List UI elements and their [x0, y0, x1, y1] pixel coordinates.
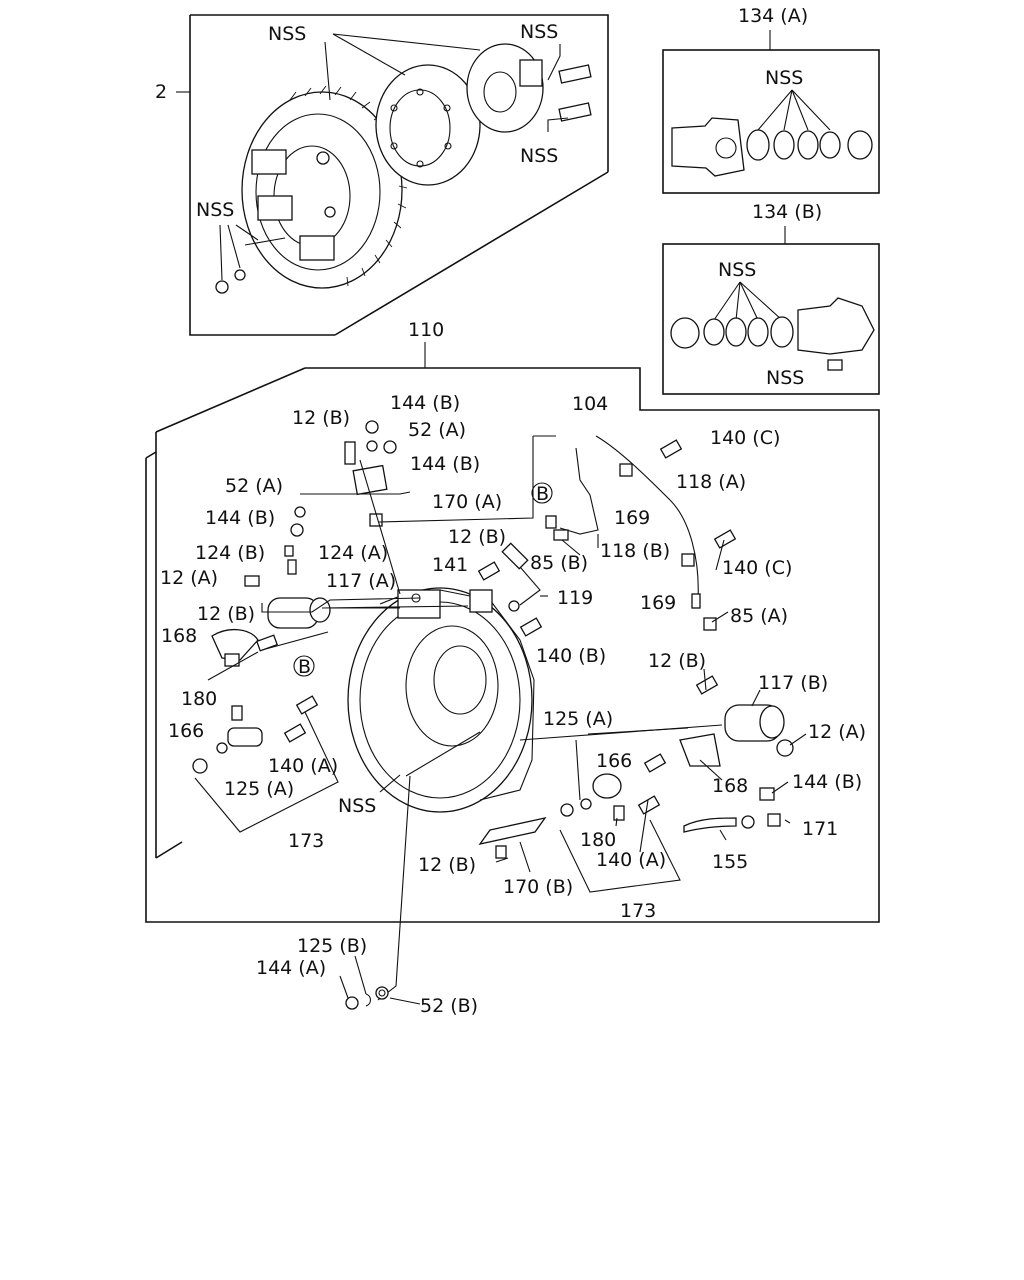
- callout-12b-left: 12 (B): [197, 603, 255, 625]
- inset-b-nss: NSS: [718, 259, 756, 281]
- callout-119: 119: [557, 587, 593, 609]
- callout-173-right: 173: [620, 900, 656, 922]
- callout-b-marker-1: B: [536, 483, 549, 505]
- callout-125a-left: 125 (A): [224, 778, 294, 800]
- callout-b-marker-2: B: [298, 656, 311, 678]
- nss-label-top-right: NSS: [520, 21, 558, 43]
- callout-180-left: 180: [181, 688, 217, 710]
- callout-52b: 52 (B): [420, 995, 478, 1017]
- pressure-plate: [375, 64, 481, 186]
- callout-52a-top: 52 (A): [408, 419, 466, 441]
- leader-lines: [194, 435, 807, 1001]
- callout-173-left: 173: [288, 830, 324, 852]
- callout-labels: 12 (B) 144 (B) 52 (A) 144 (B) 104 140 (C…: [160, 392, 866, 922]
- nss-label-mid-right: NSS: [520, 145, 558, 167]
- inset-134a: 134 (A) NSS: [662, 5, 880, 194]
- callout-12b-right: 12 (B): [648, 650, 706, 672]
- pipe-118: [513, 435, 699, 606]
- callout-171: 171: [802, 818, 838, 840]
- callout-12b-top: 12 (B): [292, 407, 350, 429]
- callout-140a-left: 140 (A): [268, 755, 338, 777]
- callout-85a: 85 (A): [730, 605, 788, 627]
- callout-117a: 117 (A): [326, 570, 396, 592]
- flywheel-housing: [347, 587, 535, 813]
- callout-144b-right: 144 (B): [792, 771, 862, 793]
- callout-155: 155: [712, 851, 748, 873]
- callout-144b-top: 144 (B): [390, 392, 460, 414]
- callout-140c-right: 140 (C): [722, 557, 792, 579]
- nss-label-top: NSS: [268, 23, 306, 45]
- callout-52a-left: 52 (A): [225, 475, 283, 497]
- callout-117b: 117 (B): [758, 672, 828, 694]
- top-bolts: [215, 64, 592, 294]
- callout-144a: 144 (A): [256, 957, 326, 979]
- inset-b-nss-2: NSS: [766, 367, 804, 389]
- callout-180-right: 180: [580, 829, 616, 851]
- marker-b-circle-2: [293, 655, 315, 677]
- callout-12a-right: 12 (A): [808, 721, 866, 743]
- callout-140a-right: 140 (A): [596, 849, 666, 871]
- callout-12b-bottom: 12 (B): [418, 854, 476, 876]
- inset-a-nss: NSS: [765, 67, 803, 89]
- callout-168-left: 168: [161, 625, 197, 647]
- callout-nss-housing: NSS: [338, 795, 376, 817]
- callout-124b: 124 (B): [195, 542, 265, 564]
- callout-169-right: 169: [640, 592, 676, 614]
- callout-125b: 125 (B): [297, 935, 367, 957]
- top-group-flywheel: 2: [155, 14, 609, 336]
- bottom-fasteners: 125 (B) 144 (A) 52 (B): [256, 935, 478, 1017]
- callout-12a-left: 12 (A): [160, 567, 218, 589]
- nss-label-left: NSS: [196, 199, 234, 221]
- inset-b-title: 134 (B): [752, 201, 822, 223]
- callout-124a: 124 (A): [318, 542, 388, 564]
- callout-141: 141: [432, 554, 468, 576]
- callout-170b: 170 (B): [503, 876, 573, 898]
- callout-118a: 118 (A): [676, 471, 746, 493]
- callout-12b-center: 12 (B): [448, 526, 506, 548]
- callout-168-right: 168: [712, 775, 748, 797]
- callout-85b: 85 (B): [530, 552, 588, 574]
- callout-166-left: 166: [168, 720, 204, 742]
- hub-flange: [466, 43, 544, 133]
- callout-118b: 118 (B): [600, 540, 670, 562]
- label-2: 2: [155, 81, 167, 103]
- main-group-flywheel-housing: 110: [145, 319, 880, 1001]
- inset-a-title: 134 (A): [738, 5, 808, 27]
- label-110: 110: [408, 319, 444, 341]
- marker-b-circle-1: [531, 482, 553, 504]
- callout-144b-second: 144 (B): [410, 453, 480, 475]
- callout-140c-top: 140 (C): [710, 427, 780, 449]
- inset-134b: 134 (B) NSS NSS: [662, 201, 880, 395]
- callout-140b: 140 (B): [536, 645, 606, 667]
- callout-125a-center: 125 (A): [543, 708, 613, 730]
- callout-104: 104: [572, 393, 608, 415]
- callout-144b-left: 144 (B): [205, 507, 275, 529]
- callout-170a: 170 (A): [432, 491, 502, 513]
- callout-169-top: 169: [614, 507, 650, 529]
- callout-166-right: 166: [596, 750, 632, 772]
